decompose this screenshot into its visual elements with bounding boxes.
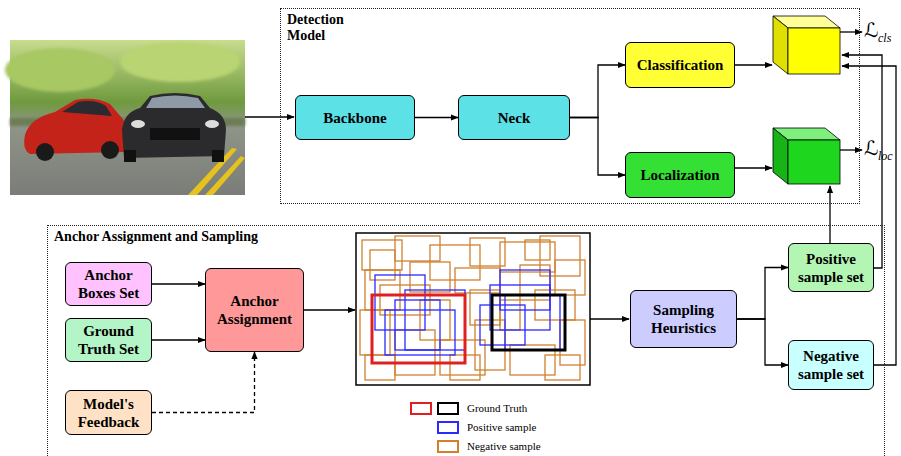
- legend-swatch: [437, 440, 459, 453]
- output-tensor: [788, 28, 840, 74]
- anchor-illustration: [500, 242, 555, 272]
- flow-connector: [152, 283, 205, 284]
- anchor-illustration: [405, 290, 465, 350]
- flow-connector: [737, 319, 788, 365]
- car-photo: [124, 150, 136, 162]
- anchor-illustration: [375, 270, 560, 355]
- flow-connector: [415, 117, 458, 118]
- car-photo: [5, 48, 115, 92]
- flow-arrow: [735, 64, 772, 65]
- car-photo: [150, 128, 200, 140]
- process-box: Neck: [458, 95, 570, 140]
- process-box: Ground Truth Set: [65, 318, 152, 362]
- legend-text: Positive sample: [467, 421, 536, 434]
- box-label: Ground Truth Set: [69, 322, 148, 358]
- legend-swatch: [410, 402, 432, 415]
- box-label: Neck: [498, 109, 531, 127]
- car-photo: [205, 120, 219, 128]
- car-photo: [122, 93, 226, 158]
- flow-arrow: [840, 149, 862, 150]
- car-photo: [205, 156, 245, 195]
- anchor-illustration: [360, 236, 585, 380]
- process-box: Negative sample set: [788, 340, 874, 390]
- output-tensor: [773, 128, 788, 184]
- flow-arrow: [829, 186, 830, 243]
- anchor-illustration: [362, 240, 402, 270]
- box-label: Negative sample set: [792, 347, 870, 383]
- legend-swatch: [437, 421, 459, 434]
- box-label: Anchor Assignment: [209, 292, 300, 328]
- anchor-illustration: [365, 355, 395, 380]
- anchor-illustration: [492, 295, 565, 350]
- box-label: Backbone: [323, 109, 386, 127]
- flow-arrow: [302, 309, 355, 310]
- flow-connector: [152, 352, 255, 413]
- process-box: Localization: [625, 152, 735, 198]
- anchor-illustration: [395, 236, 440, 261]
- anchor-illustration: [455, 268, 500, 293]
- loss-symbol: ℒ: [864, 136, 878, 160]
- box-label: Model's Feedback: [69, 395, 148, 431]
- car-photo: [146, 96, 205, 109]
- flow-connector: [737, 268, 788, 320]
- anchor-illustration: [395, 330, 435, 375]
- loss-symbol: cls: [878, 31, 891, 46]
- legend-text: Negative sample: [467, 440, 541, 453]
- anchor-illustration: [372, 295, 465, 363]
- anchor-illustration: [356, 233, 590, 385]
- flow-arrow: [842, 55, 882, 268]
- box-label: Anchor Boxes Set: [69, 266, 148, 302]
- anchor-illustration: [490, 285, 550, 330]
- car-photo: [120, 42, 240, 82]
- car-photo: [212, 150, 224, 162]
- anchor-illustration: [545, 355, 580, 380]
- flow-arrow: [840, 31, 862, 32]
- output-tensor: [773, 16, 840, 184]
- group-title: Anchor Assignment and Sampling: [54, 229, 258, 245]
- loss-symbol: ℒ: [864, 18, 878, 42]
- car-photo: [131, 120, 145, 128]
- car-photo: [5, 40, 245, 195]
- legend-text: Ground Truth: [467, 402, 527, 415]
- box-label: Positive sample set: [792, 250, 870, 286]
- process-box: Anchor Assignment: [205, 268, 304, 352]
- box-label: Localization: [640, 166, 719, 184]
- car-photo: [62, 101, 112, 116]
- car-photo: [36, 143, 54, 161]
- output-tensor: [788, 140, 840, 184]
- box-label: Sampling Heuristics: [634, 301, 733, 337]
- anchor-illustration: [480, 305, 525, 345]
- flow-connector: [570, 118, 625, 176]
- flow-connector: [152, 339, 205, 340]
- flow-connector: [570, 65, 625, 118]
- anchor-illustration: [500, 270, 550, 310]
- anchor-illustration: [375, 275, 425, 330]
- process-box: Classification: [625, 42, 735, 88]
- output-tensor: [773, 16, 788, 74]
- box-label: Classification: [637, 56, 724, 74]
- flow-arrow: [590, 318, 629, 319]
- process-box: Sampling Heuristics: [630, 290, 737, 348]
- flow-arrow: [245, 116, 294, 117]
- group-title: Detection Model: [287, 12, 359, 44]
- group-frame: Anchor Assignment and SamplingAnchor Box…: [47, 225, 885, 456]
- legend-swatch: [437, 402, 459, 415]
- loss-symbol: loc: [878, 149, 893, 164]
- flow-arrow: [842, 66, 896, 365]
- process-box: Anchor Boxes Set: [65, 262, 152, 306]
- process-box: Model's Feedback: [65, 390, 152, 435]
- flow-arrow: [735, 167, 772, 168]
- anchor-illustration: [356, 233, 590, 385]
- anchor-illustration: [505, 295, 560, 350]
- anchor-illustration: [385, 310, 455, 355]
- process-box: Backbone: [295, 95, 415, 140]
- anchor-illustration: [395, 300, 440, 350]
- anchor-illustration: [525, 240, 550, 260]
- group-frame: Detection ModelBackbone Neck Classificatio…: [280, 8, 860, 204]
- process-box: Positive sample set: [788, 243, 874, 292]
- car-photo: [101, 141, 119, 159]
